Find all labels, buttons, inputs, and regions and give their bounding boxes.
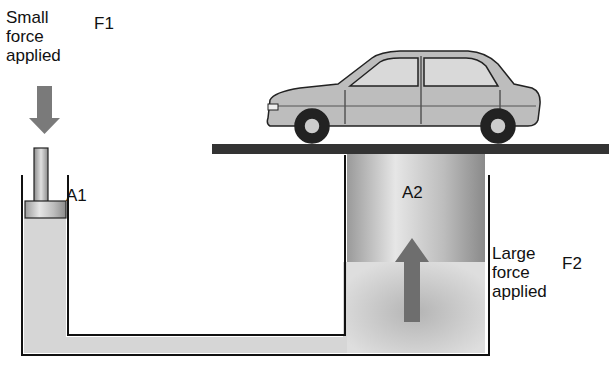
lift-platform xyxy=(212,144,609,154)
area-symbol: A1 xyxy=(66,186,106,205)
vessel-inner-wall xyxy=(68,155,345,335)
force-label: Large force applied xyxy=(492,244,562,301)
area-symbol: A2 xyxy=(402,183,442,202)
force-label: Small force applied xyxy=(6,8,76,65)
small-piston xyxy=(25,201,66,218)
car xyxy=(267,51,540,143)
force-symbol: F1 xyxy=(94,14,134,33)
large-force-arrow xyxy=(395,238,429,322)
small-piston-rod xyxy=(34,148,48,202)
small-force-arrow xyxy=(29,86,60,134)
force-symbol: F2 xyxy=(562,254,602,273)
